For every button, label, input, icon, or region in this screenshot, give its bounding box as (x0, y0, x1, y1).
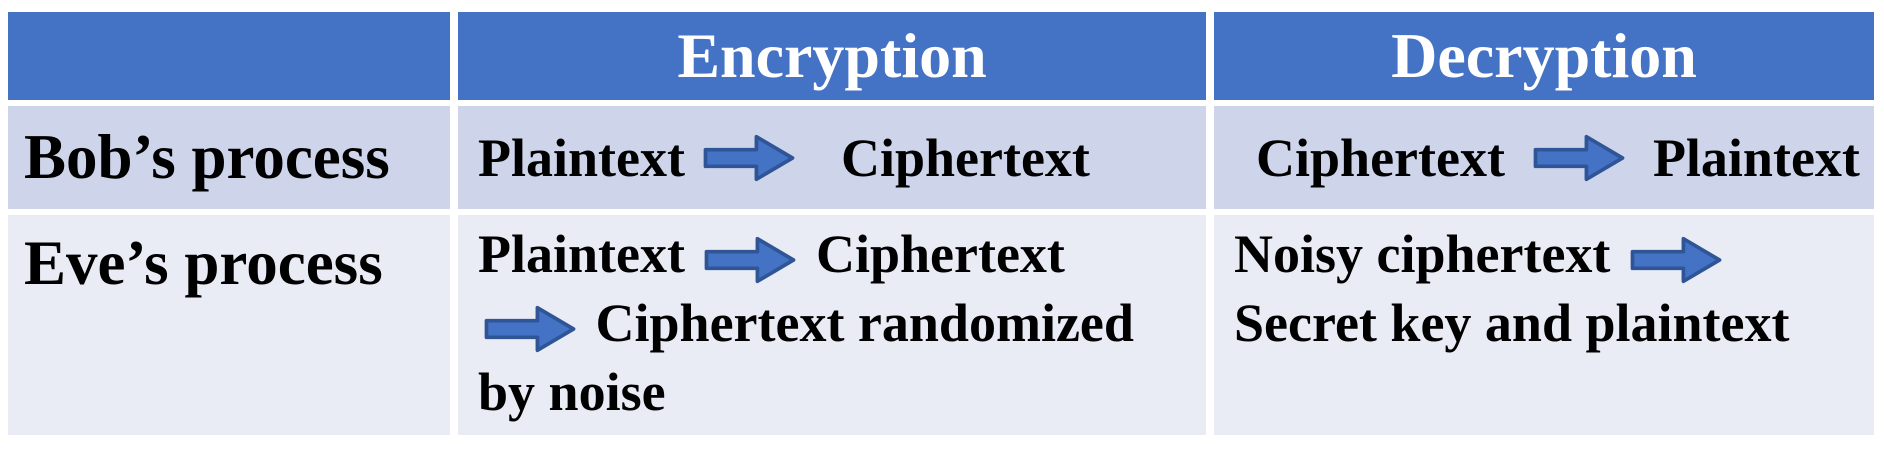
right-block-arrow-icon (484, 305, 576, 352)
bob-decryption-output: Plaintext (1652, 127, 1860, 188)
cell-eve-encryption: Plaintext Ciphertext Ciphertext randomiz… (458, 215, 1206, 435)
eve-encryption-step3: Ciphertext randomized by noise (478, 293, 1134, 423)
cell-bob-encryption: Plaintext Ciphertext (458, 106, 1206, 209)
right-block-arrow-icon (1630, 236, 1722, 283)
header-corner-cell (8, 12, 450, 100)
bob-decryption-input: Ciphertext (1256, 127, 1505, 188)
bob-process-label: Bob’s process (24, 122, 390, 192)
header-decryption-label: Decryption (1391, 20, 1697, 91)
header-encryption: Encryption (458, 12, 1206, 100)
eve-decryption-output: Secret key and plaintext (1234, 293, 1790, 354)
eve-process-label: Eve’s process (24, 228, 383, 298)
cell-bob-decryption: Ciphertext Plaintext (1214, 106, 1874, 209)
right-block-arrow-icon (703, 134, 795, 181)
right-block-arrow-icon (1533, 134, 1625, 181)
eve-decryption-input: Noisy ciphertext (1234, 224, 1611, 284)
eve-encryption-step2: Ciphertext (815, 224, 1065, 284)
row-label-eve: Eve’s process (8, 215, 450, 435)
bob-encryption-output: Ciphertext (840, 127, 1090, 188)
eve-encryption-step1: Plaintext (478, 224, 685, 284)
right-block-arrow-icon (705, 236, 796, 283)
bob-encryption-input: Plaintext (478, 127, 685, 188)
process-comparison-table: Encryption Decryption Bob’s process Plai… (8, 12, 1874, 435)
cell-eve-decryption: Noisy ciphertext Secret key and plaintex… (1214, 215, 1874, 435)
header-decryption: Decryption (1214, 12, 1874, 100)
header-encryption-label: Encryption (677, 20, 987, 91)
row-label-bob: Bob’s process (8, 106, 450, 209)
